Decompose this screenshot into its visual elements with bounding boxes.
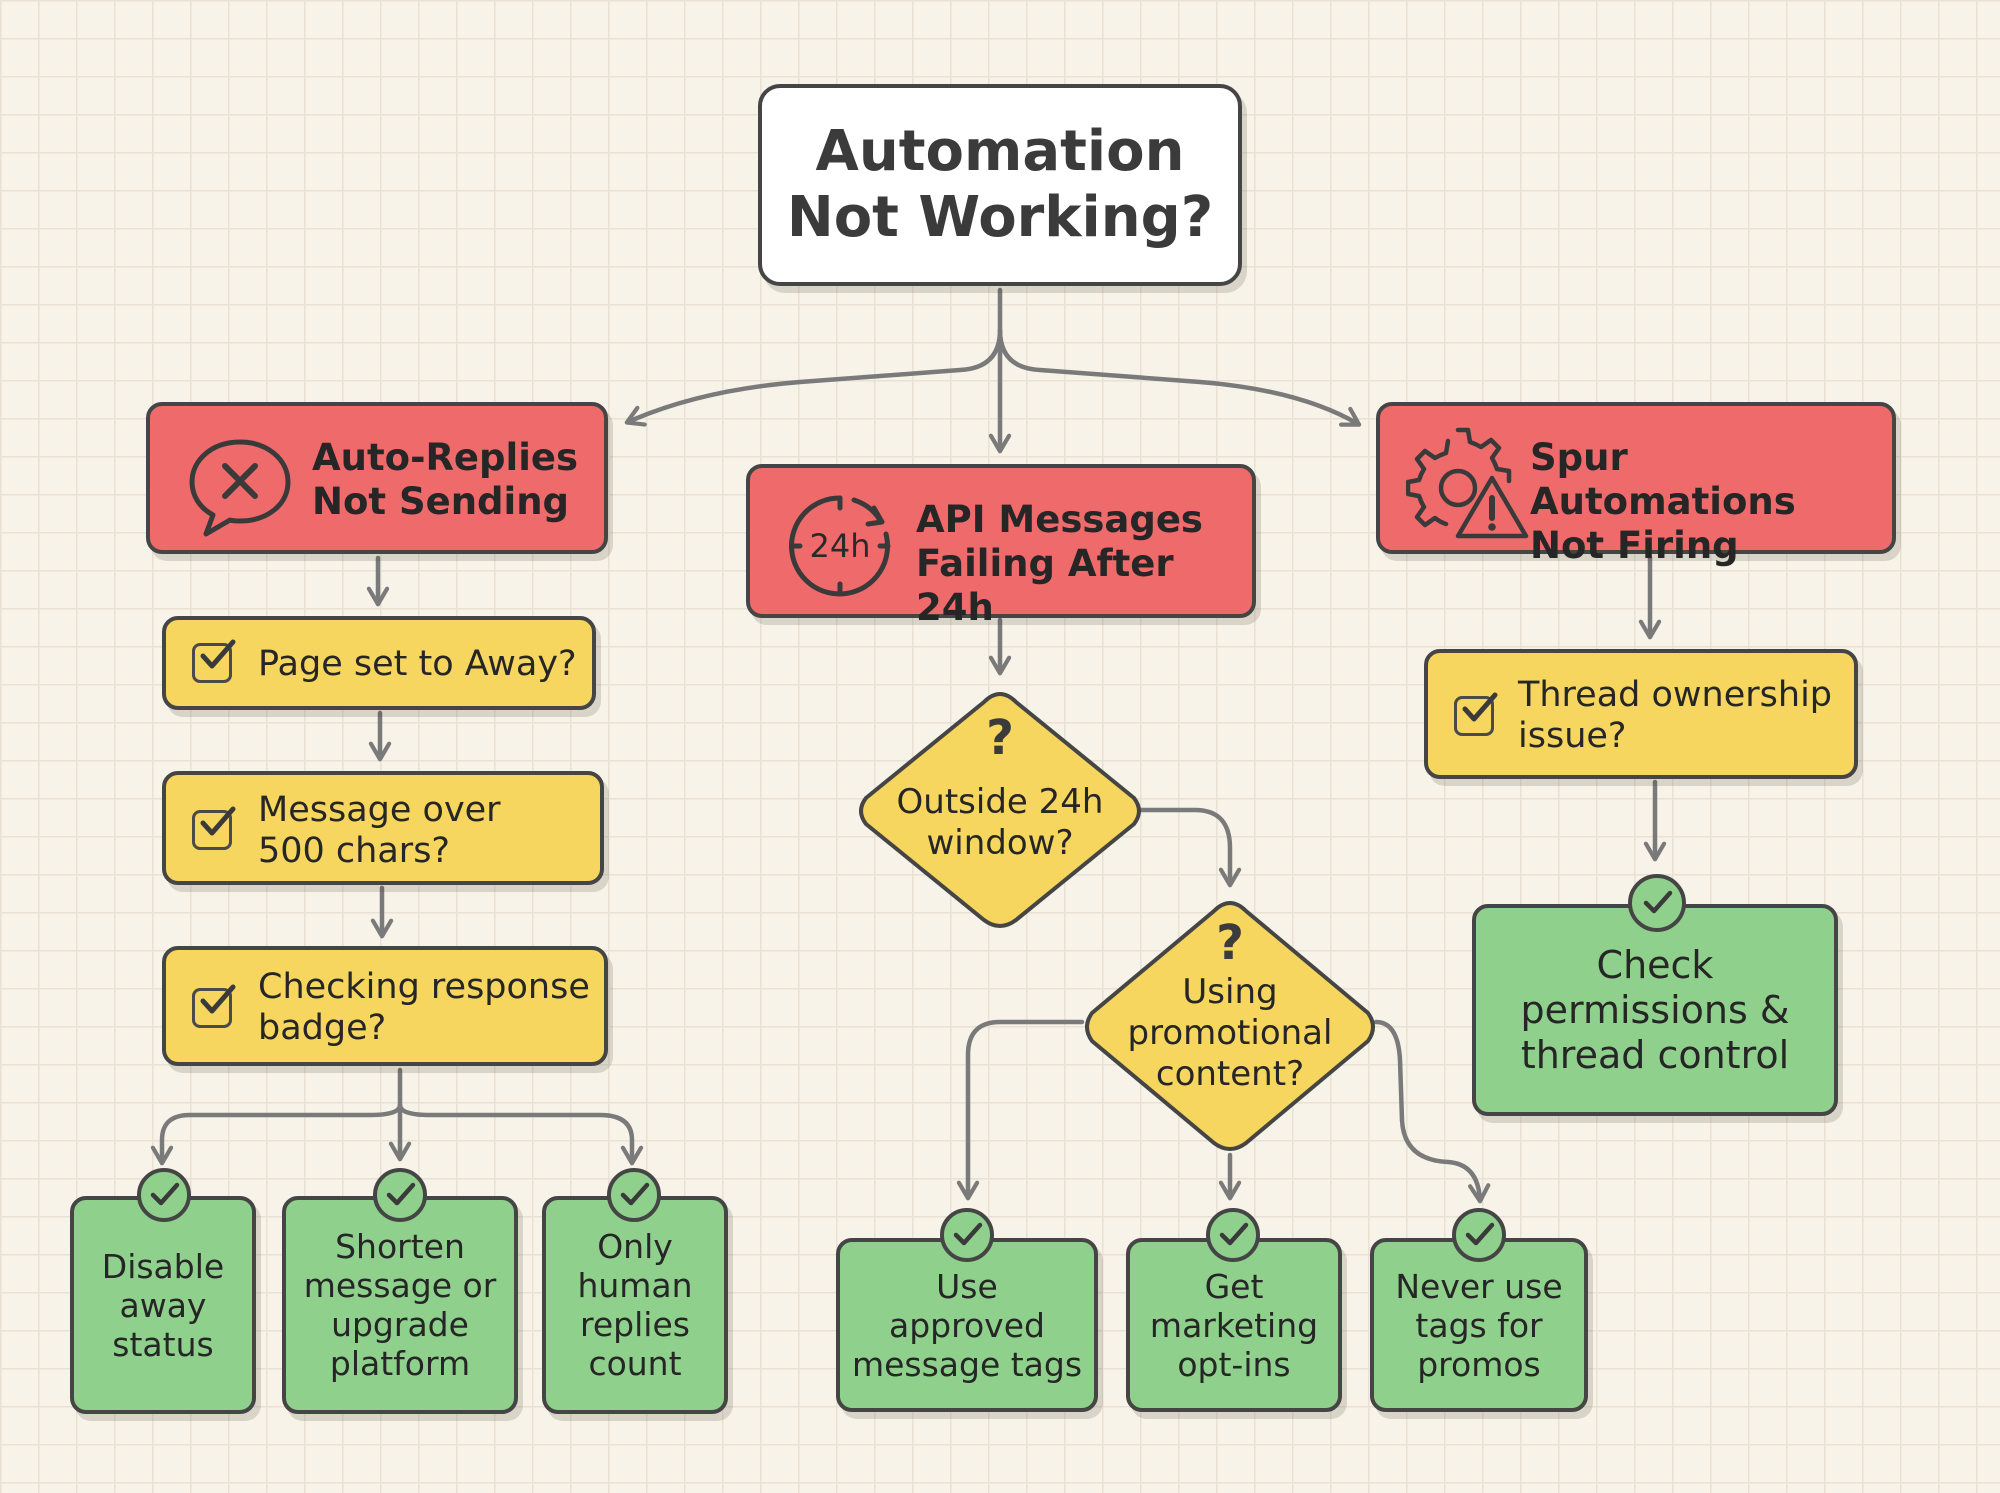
auto-replies-check-1: Page set to Away?	[162, 616, 596, 710]
decision-promotional-content: ? Using promotional content?	[1078, 895, 1382, 1159]
auto-replies-check-2: Message over 500 chars?	[162, 771, 604, 885]
solution-label: Use approved message tags	[851, 1266, 1083, 1384]
check-circle-icon	[1628, 874, 1686, 932]
solution-label: Get marketing opt-ins	[1149, 1266, 1319, 1384]
check-label: Message over 500 chars?	[258, 790, 501, 871]
arrow-decision-2-to-solution-3	[1373, 1019, 1491, 1204]
auto-replies-check-3: Checking response badge?	[162, 946, 608, 1066]
spur-check-1: Thread ownership issue?	[1424, 649, 1858, 779]
title-node: Automation Not Working?	[758, 84, 1242, 286]
solution-label: Shorten message or upgrade platform	[303, 1227, 497, 1383]
question-mark-icon: ?	[1216, 915, 1244, 971]
question-mark-icon: ?	[986, 710, 1014, 766]
checkbox-icon	[1454, 692, 1498, 736]
solution-only-human-replies: Only human replies count	[542, 1196, 728, 1414]
api-messages-node: 24h API Messages Failing After 24h	[746, 464, 1256, 629]
spur-automations-label: Spur Automations Not Firing	[1530, 436, 1796, 567]
check-label: Checking response badge?	[258, 967, 590, 1048]
solution-check-permissions: Check permissions & thread control	[1472, 904, 1838, 1116]
solution-disable-away: Disable away status	[70, 1196, 256, 1414]
arrow-check-3-to-solution-1	[150, 1067, 403, 1166]
check-label: Thread ownership issue?	[1518, 675, 1833, 756]
checkbox-icon	[192, 984, 236, 1028]
solution-shorten-message: Shorten message or upgrade platform	[282, 1196, 518, 1414]
check-circle-icon	[1206, 1208, 1260, 1262]
api-messages-label: API Messages Failing After 24h	[916, 498, 1203, 629]
checkbox-icon	[192, 806, 236, 850]
check-circle-icon	[137, 1168, 191, 1222]
check-circle-icon	[1452, 1208, 1506, 1262]
solution-label: Never use tags for promos	[1395, 1266, 1563, 1384]
auto-replies-label: Auto-Replies Not Sending	[312, 436, 578, 523]
check-circle-icon	[940, 1208, 994, 1262]
check-label: Page set to Away?	[258, 644, 577, 684]
solution-label: Check permissions & thread control	[1520, 942, 1790, 1077]
solution-never-tags-promos: Never use tags for promos	[1370, 1238, 1588, 1412]
check-circle-icon	[373, 1168, 427, 1222]
solution-label: Only human replies count	[577, 1227, 693, 1383]
spur-automations-node: Spur Automations Not Firing	[1376, 402, 1896, 567]
clock-24h-icon: 24h	[789, 495, 891, 597]
arrow-title-to-auto-replies	[624, 287, 1003, 427]
arrow-check-3-to-solution-3	[397, 1102, 644, 1166]
arrow-decision-1-to-decision-2	[1137, 807, 1242, 888]
solution-approved-tags: Use approved message tags	[836, 1238, 1098, 1412]
auto-replies-node: Auto-Replies Not Sending	[146, 402, 608, 554]
decision-label: Using promotional content?	[1127, 972, 1333, 1094]
solution-label: Disable away status	[101, 1246, 225, 1364]
gear-warning-icon	[1406, 427, 1529, 539]
page-title: Automation Not Working?	[786, 119, 1214, 250]
clock-24h-text: 24h	[810, 527, 871, 565]
speech-bubble-x-icon	[189, 439, 291, 537]
decision-label: Outside 24h window?	[896, 782, 1104, 863]
solution-marketing-opt-ins: Get marketing opt-ins	[1126, 1238, 1342, 1412]
arrow-decision-2-to-solution-1	[956, 1019, 1085, 1201]
decision-outside-24h: ? Outside 24h window?	[852, 686, 1148, 936]
arrow-title-to-spur-automations	[997, 327, 1362, 427]
check-circle-icon	[607, 1168, 661, 1222]
checkbox-icon	[192, 639, 236, 683]
